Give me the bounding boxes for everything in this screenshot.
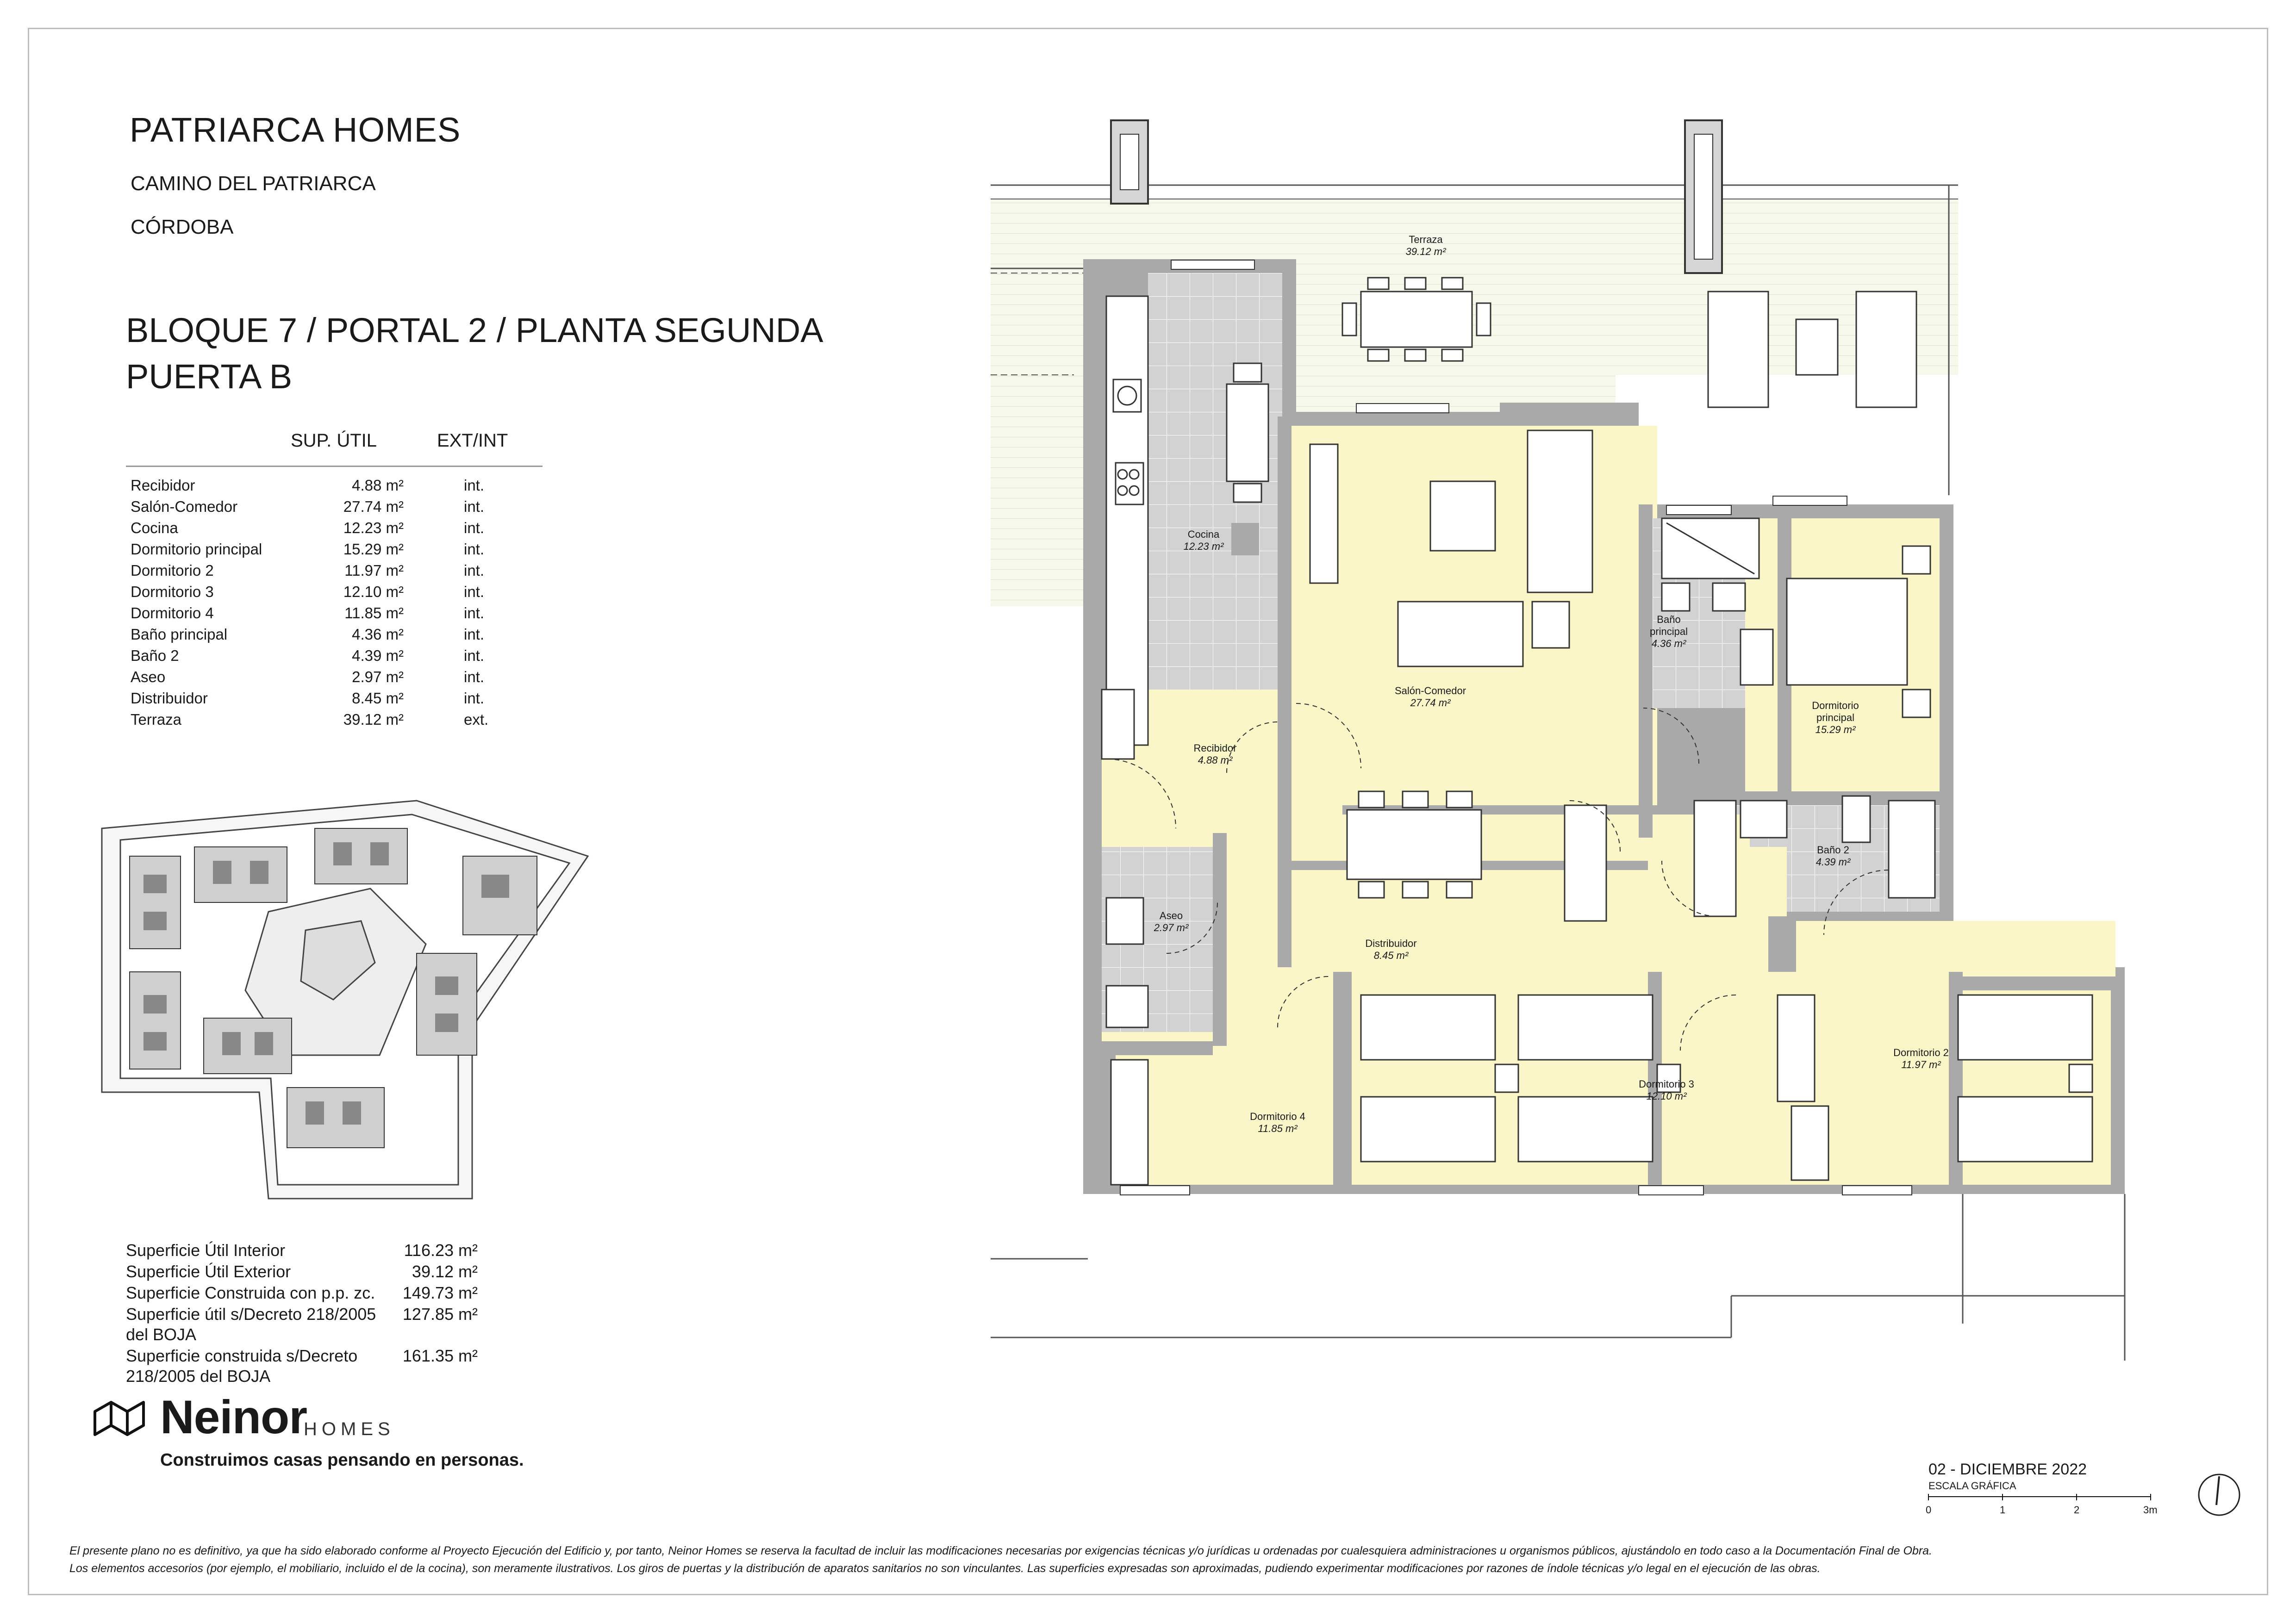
site-key-plan [101, 800, 589, 1200]
brand-title: PATRIARCA HOMES [130, 111, 461, 149]
north-arrow-icon [2196, 1472, 2242, 1520]
disclaimer-line-2: Los elementos accesorios (por ejemplo, e… [69, 1562, 1821, 1575]
col-header-area: SUP. ÚTIL [291, 430, 377, 451]
scale-tick: 0 [1926, 1504, 1932, 1516]
floor-plan [991, 119, 2126, 1361]
table-divider [126, 466, 543, 467]
page-frame [28, 28, 2268, 1595]
neinor-logo-icon [93, 1398, 157, 1439]
scale-tick: 1 [2000, 1504, 2006, 1516]
logo-tagline: Construimos casas pensando en personas. [160, 1450, 524, 1470]
logo-suffix: HOMES [304, 1419, 395, 1439]
unit-line-1: BLOQUE 7 / PORTAL 2 / PLANTA SEGUNDA [126, 311, 824, 349]
disclaimer-line-1: El presente plano no es definitivo, ya q… [69, 1544, 1932, 1557]
scale-tick: 3m [2143, 1504, 2158, 1516]
scale-tick: 2 [2074, 1504, 2080, 1516]
unit-line-2: PUERTA B [126, 357, 293, 396]
logo-wordmark: Neinor [160, 1391, 307, 1443]
scale-label: ESCALA GRÁFICA [1928, 1480, 2016, 1492]
street-name: CAMINO DEL PATRIARCA [131, 172, 376, 195]
col-header-type: EXT/INT [437, 430, 508, 451]
plan-date: 02 - DICIEMBRE 2022 [1928, 1461, 2087, 1478]
scale-bar [1928, 1494, 2151, 1500]
city-name: CÓRDOBA [131, 216, 234, 238]
